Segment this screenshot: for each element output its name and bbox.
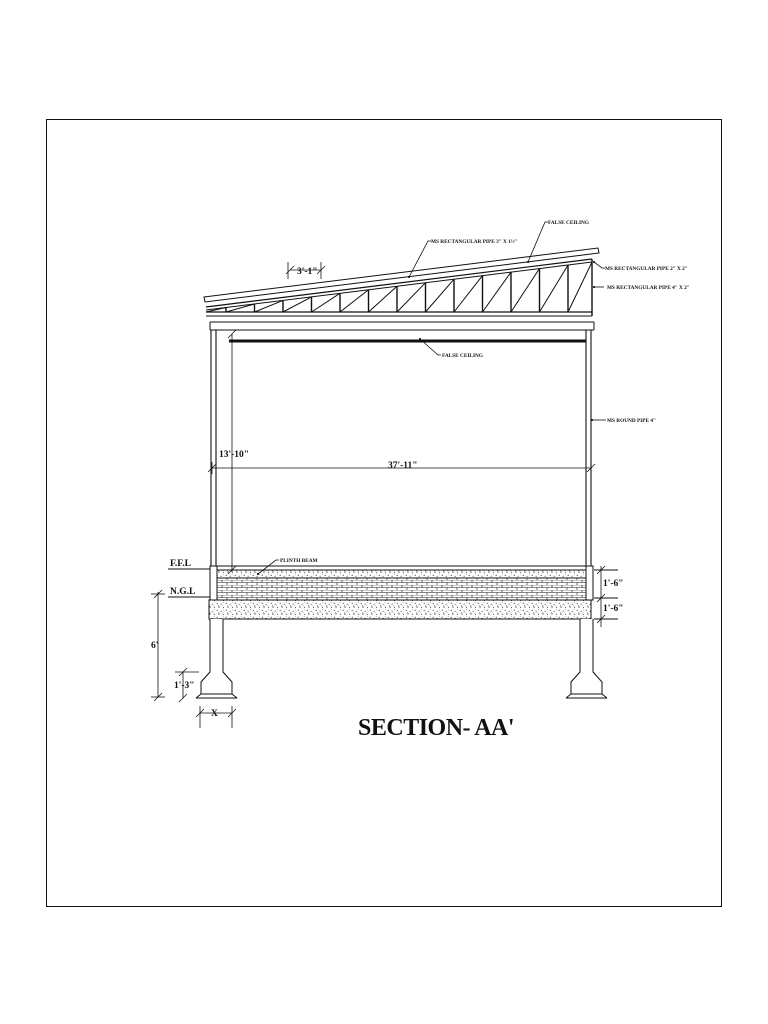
truss-web-diagonal	[510, 268, 540, 313]
truss-web-diagonal	[339, 289, 369, 313]
truss-web-diagonal	[205, 307, 227, 313]
truss-web-diagonal	[254, 299, 284, 313]
plinth-floor	[208, 565, 594, 620]
foundation-right	[565, 619, 608, 699]
truss-web-diagonal	[282, 296, 312, 313]
truss-web-diagonal	[368, 285, 398, 313]
ngl-label: N.G.L	[170, 587, 195, 597]
truss-web-diagonal	[311, 292, 341, 313]
plinth-column-right	[585, 565, 594, 601]
false-ceiling-mid-label: FALSE CEILING	[442, 353, 483, 359]
roof-sheet	[203, 247, 600, 303]
truss-web-diagonal	[453, 275, 483, 313]
height-dim: 13'-10"	[219, 450, 249, 460]
truss-web-diagonal	[225, 303, 255, 313]
span-dim: 37'-11"	[388, 461, 418, 471]
column-left	[210, 330, 217, 566]
truss-panel-dim: 3'-1"	[297, 267, 318, 277]
truss-web	[205, 261, 593, 313]
column-right	[585, 330, 592, 566]
truss-web-diagonal	[539, 264, 569, 313]
ms-rect-pipe-3x1-label: MS RECTANGULAR PIPE 3" X 1½"	[431, 238, 518, 245]
footing-width-dim: X	[211, 709, 218, 719]
roof-truss	[203, 247, 600, 317]
plinth-column-left	[209, 565, 218, 601]
drawing-sheet	[46, 119, 722, 907]
leader-lines	[256, 221, 606, 576]
ms-rect-pipe-2x2-label: MS RECTANGULAR PIPE 2" X 2"	[605, 266, 688, 272]
plinth-height-dim: 1'-6"	[603, 579, 624, 589]
drawing-title: SECTION- AA'	[358, 715, 514, 741]
footing-height-dim: 1'-3"	[174, 681, 195, 691]
ffl-label: F.F.L	[170, 559, 191, 569]
false-ceiling-top-label: FALSE CEILING	[548, 220, 589, 226]
ceiling-beam	[209, 321, 595, 331]
ms-round-pipe-label: MS ROUND PIPE 4"	[607, 418, 656, 424]
truss-web-posts	[225, 264, 569, 312]
truss-web-diagonal	[482, 271, 512, 313]
truss-web-diagonal	[567, 261, 593, 313]
top-chord-inner	[205, 261, 593, 311]
foundation-left	[195, 619, 238, 699]
top-chord	[205, 258, 593, 308]
truss-web-diagonal	[425, 278, 455, 313]
ms-rect-pipe-4x2-label: MS RECTANGULAR PIPE 4" X 2"	[607, 285, 690, 291]
plinth-beam-label: PLINTH BEAM	[280, 558, 318, 564]
dimension-lines	[151, 262, 606, 728]
pcc-bed	[208, 599, 592, 620]
level-lines	[168, 568, 618, 620]
floor-slab	[216, 569, 587, 579]
pcc-depth-dim: 1'-6"	[603, 604, 624, 614]
truss-web-diagonal	[396, 282, 426, 313]
brick-plinth	[216, 577, 587, 601]
foundation-depth-dim: 6'	[151, 641, 158, 651]
